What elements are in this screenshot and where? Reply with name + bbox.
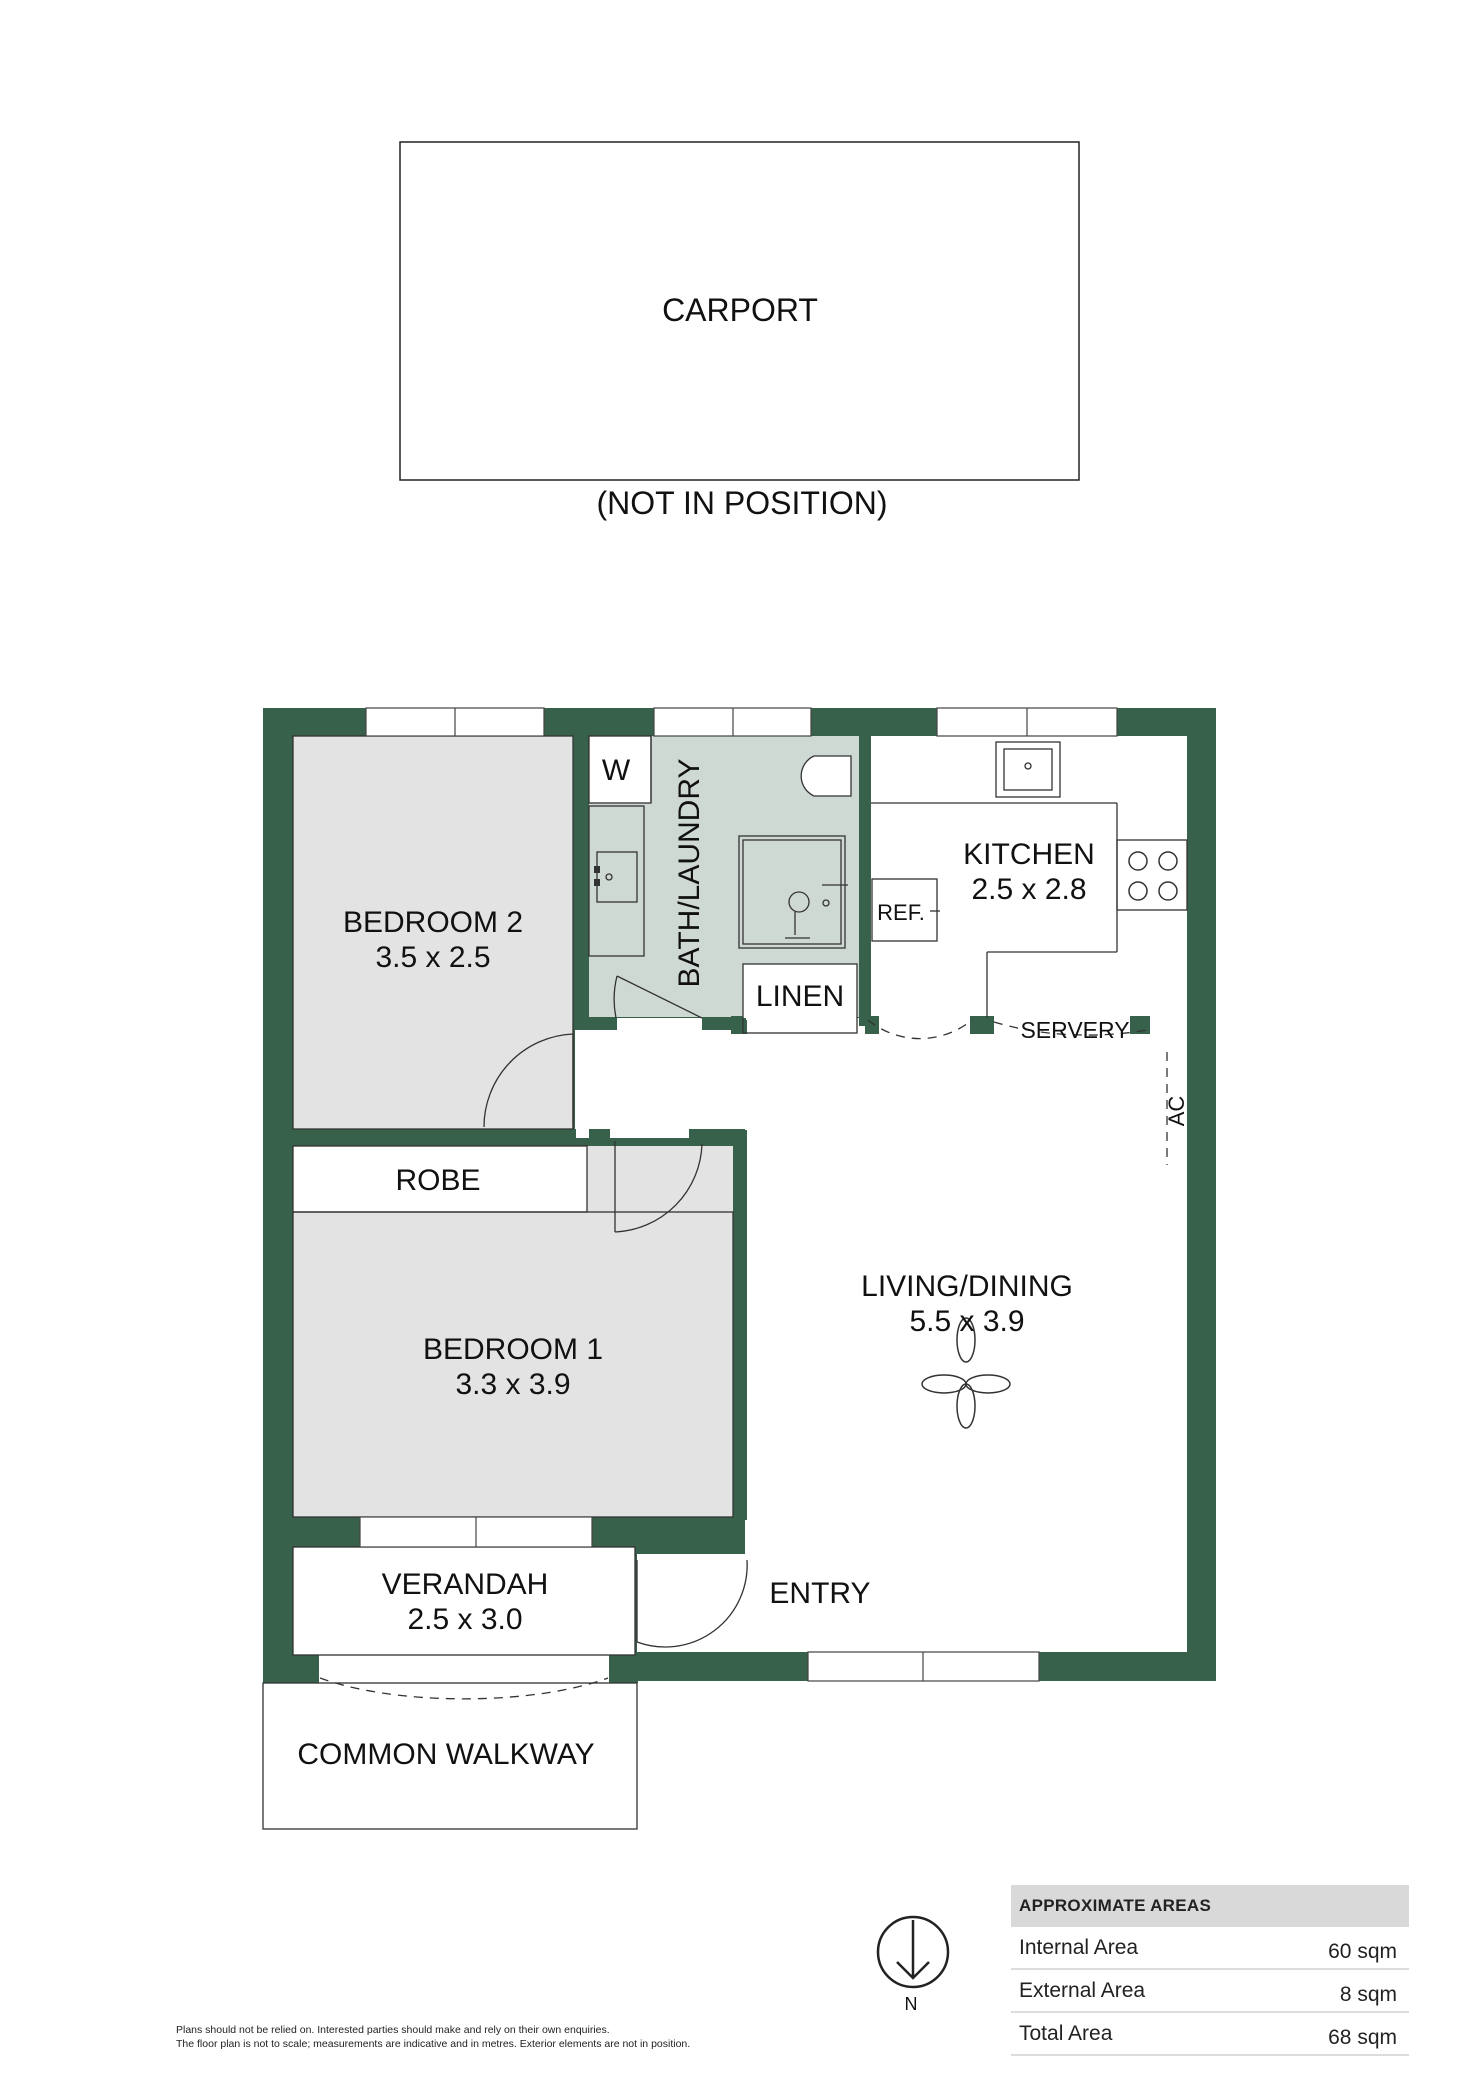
walkway-label: COMMON WALKWAY (297, 1738, 594, 1771)
ceiling-fan-icon (921, 1317, 1011, 1429)
robe-label: ROBE (395, 1164, 480, 1197)
living-name: LIVING/DINING (861, 1270, 1073, 1303)
areas-row-label: External Area (1019, 1979, 1146, 2002)
doors (483, 975, 748, 1648)
entry-floor (637, 1554, 669, 1652)
compass-label: N (905, 1994, 918, 2014)
areas-row-value: 8 sqm (1339, 1983, 1397, 2006)
areas-row-internal: Internal Area 60 sqm (1011, 1927, 1409, 1970)
areas-heading: APPROXIMATE AREAS (1011, 1885, 1409, 1927)
kitchen-floor (871, 736, 1187, 1020)
carport-outline (399, 141, 1080, 481)
robe-floor (293, 1146, 587, 1212)
kitchen-dims: 2.5 x 2.8 (971, 873, 1086, 906)
living-dims: 5.5 x 3.9 (909, 1305, 1024, 1338)
bedroom2-dims: 3.5 x 2.5 (375, 941, 490, 974)
open-swings (319, 1019, 1168, 1700)
carport-note: (NOT IN POSITION) (597, 485, 888, 521)
approximate-areas-table: APPROXIMATE AREAS Internal Area 60 sqm E… (1011, 1885, 1409, 2056)
verandah-opening (319, 1653, 609, 1685)
hallway-floor (575, 1020, 747, 1138)
windows (359, 707, 1118, 1682)
areas-row-label: Total Area (1019, 2022, 1113, 2045)
areas-row-value: 68 sqm (1328, 2026, 1397, 2049)
bedroom1-name: BEDROOM 1 (423, 1333, 603, 1366)
disclaimer-line-1: Plans should not be relied on. Intereste… (176, 2024, 610, 2036)
disclaimer: Plans should not be relied on. Intereste… (176, 2023, 690, 2051)
bedroom2-name: BEDROOM 2 (343, 906, 523, 939)
servery-label: SERVERY (1020, 1017, 1129, 1043)
bath-label: BATH/LAUNDRY (673, 759, 706, 988)
bedroom1-dims: 3.3 x 3.9 (455, 1368, 570, 1401)
linen-label: LINEN (756, 980, 844, 1013)
shower-icon (738, 835, 848, 949)
bedroom2-floor (293, 736, 573, 1129)
tap-fixture-2 (594, 879, 600, 886)
areas-row-external: External Area 8 sqm (1011, 1970, 1409, 2013)
interior-walls (293, 736, 1150, 1547)
kitchen-sink-icon (995, 741, 1061, 798)
kitchen-name: KITCHEN (963, 838, 1095, 871)
areas-row-total: Total Area 68 sqm (1011, 2013, 1409, 2056)
w-label: W (602, 754, 631, 787)
areas-row-label: Internal Area (1019, 1936, 1139, 1959)
areas-row-value: 60 sqm (1328, 1940, 1397, 1963)
entry-label: ENTRY (769, 1577, 870, 1610)
north-compass-icon (876, 1915, 950, 1989)
bedroom1-floor (293, 1212, 733, 1517)
verandah-name: VERANDAH (382, 1568, 549, 1601)
cooktop-icon (1128, 851, 1178, 901)
fridge-icon (871, 878, 938, 942)
w-cupboard-floor (589, 736, 651, 803)
verandah-floor (293, 1547, 635, 1655)
ac-label: AC (1164, 1096, 1189, 1127)
carport-label: CARPORT (662, 292, 818, 328)
toilet-icon (800, 755, 852, 797)
tap-fixture-1 (594, 866, 600, 873)
living-floor (575, 1018, 1187, 1652)
bedroom1-door-area (587, 1146, 733, 1212)
ref-label: REF. (877, 900, 925, 925)
verandah-dims: 2.5 x 3.0 (407, 1603, 522, 1636)
vanity-basin-icon (588, 805, 645, 957)
disclaimer-line-2: The floor plan is not to scale; measurem… (176, 2038, 691, 2050)
